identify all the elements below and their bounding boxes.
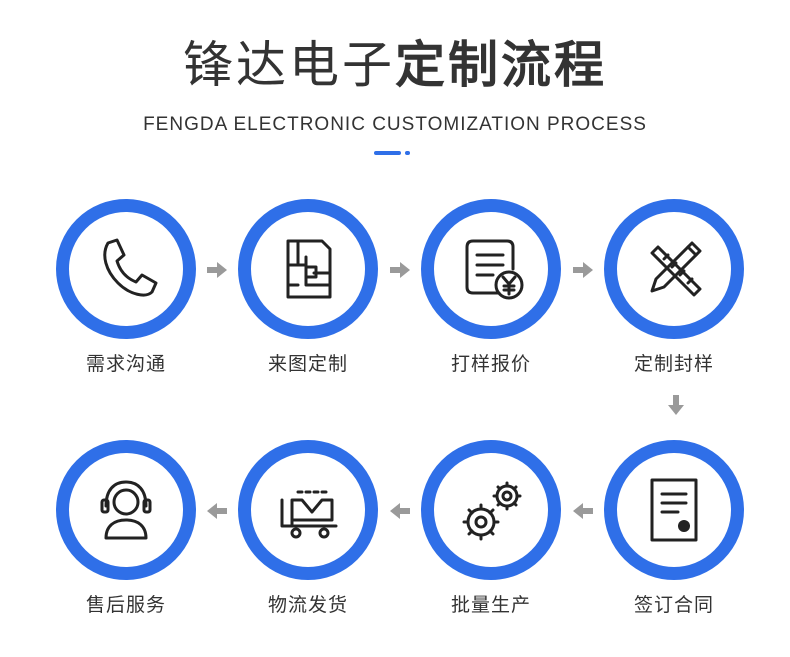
customer-service-icon [100,480,152,540]
title-bold: 定制流程 [395,36,607,94]
arrow-left-icon [571,499,595,523]
step-ring [604,199,744,339]
step-label: 售后服务 [85,594,166,616]
blueprint-icon [286,239,332,299]
contract-icon [650,478,698,542]
step-ring [421,199,561,339]
title-light: 锋达电子 [183,36,395,94]
step-ring [421,440,561,580]
step-label: 批量生产 [450,594,531,616]
arrow-left-icon [205,499,229,523]
step-label: 需求沟通 [85,353,166,375]
quote-document-icon [465,239,524,300]
step-ring [56,440,196,580]
arrow-right-icon [571,258,595,282]
title-accent-bar [374,151,411,155]
step-label: 来图定制 [267,353,348,375]
step-label: 打样报价 [450,353,531,375]
delivery-cart-icon [280,490,338,539]
arrow-right-icon [388,258,412,282]
page-subtitle: FENGDA ELECTRONIC CUSTOMIZATION PROCESS [143,114,647,135]
page-title: 锋达电子定制流程 [0,30,790,100]
step-ring [238,440,378,580]
arrow-right-icon [205,258,229,282]
step-label: 签订合同 [633,594,714,616]
arrow-left-icon [388,499,412,523]
ruler-pencil-icon [650,241,702,297]
step-ring [604,440,744,580]
step-ring [56,199,196,339]
phone-icon [103,238,158,297]
step-label: 物流发货 [267,594,348,616]
gears-icon [462,481,522,541]
arrow-down-icon [664,393,688,417]
step-label: 定制封样 [633,353,714,375]
step-ring [238,199,378,339]
